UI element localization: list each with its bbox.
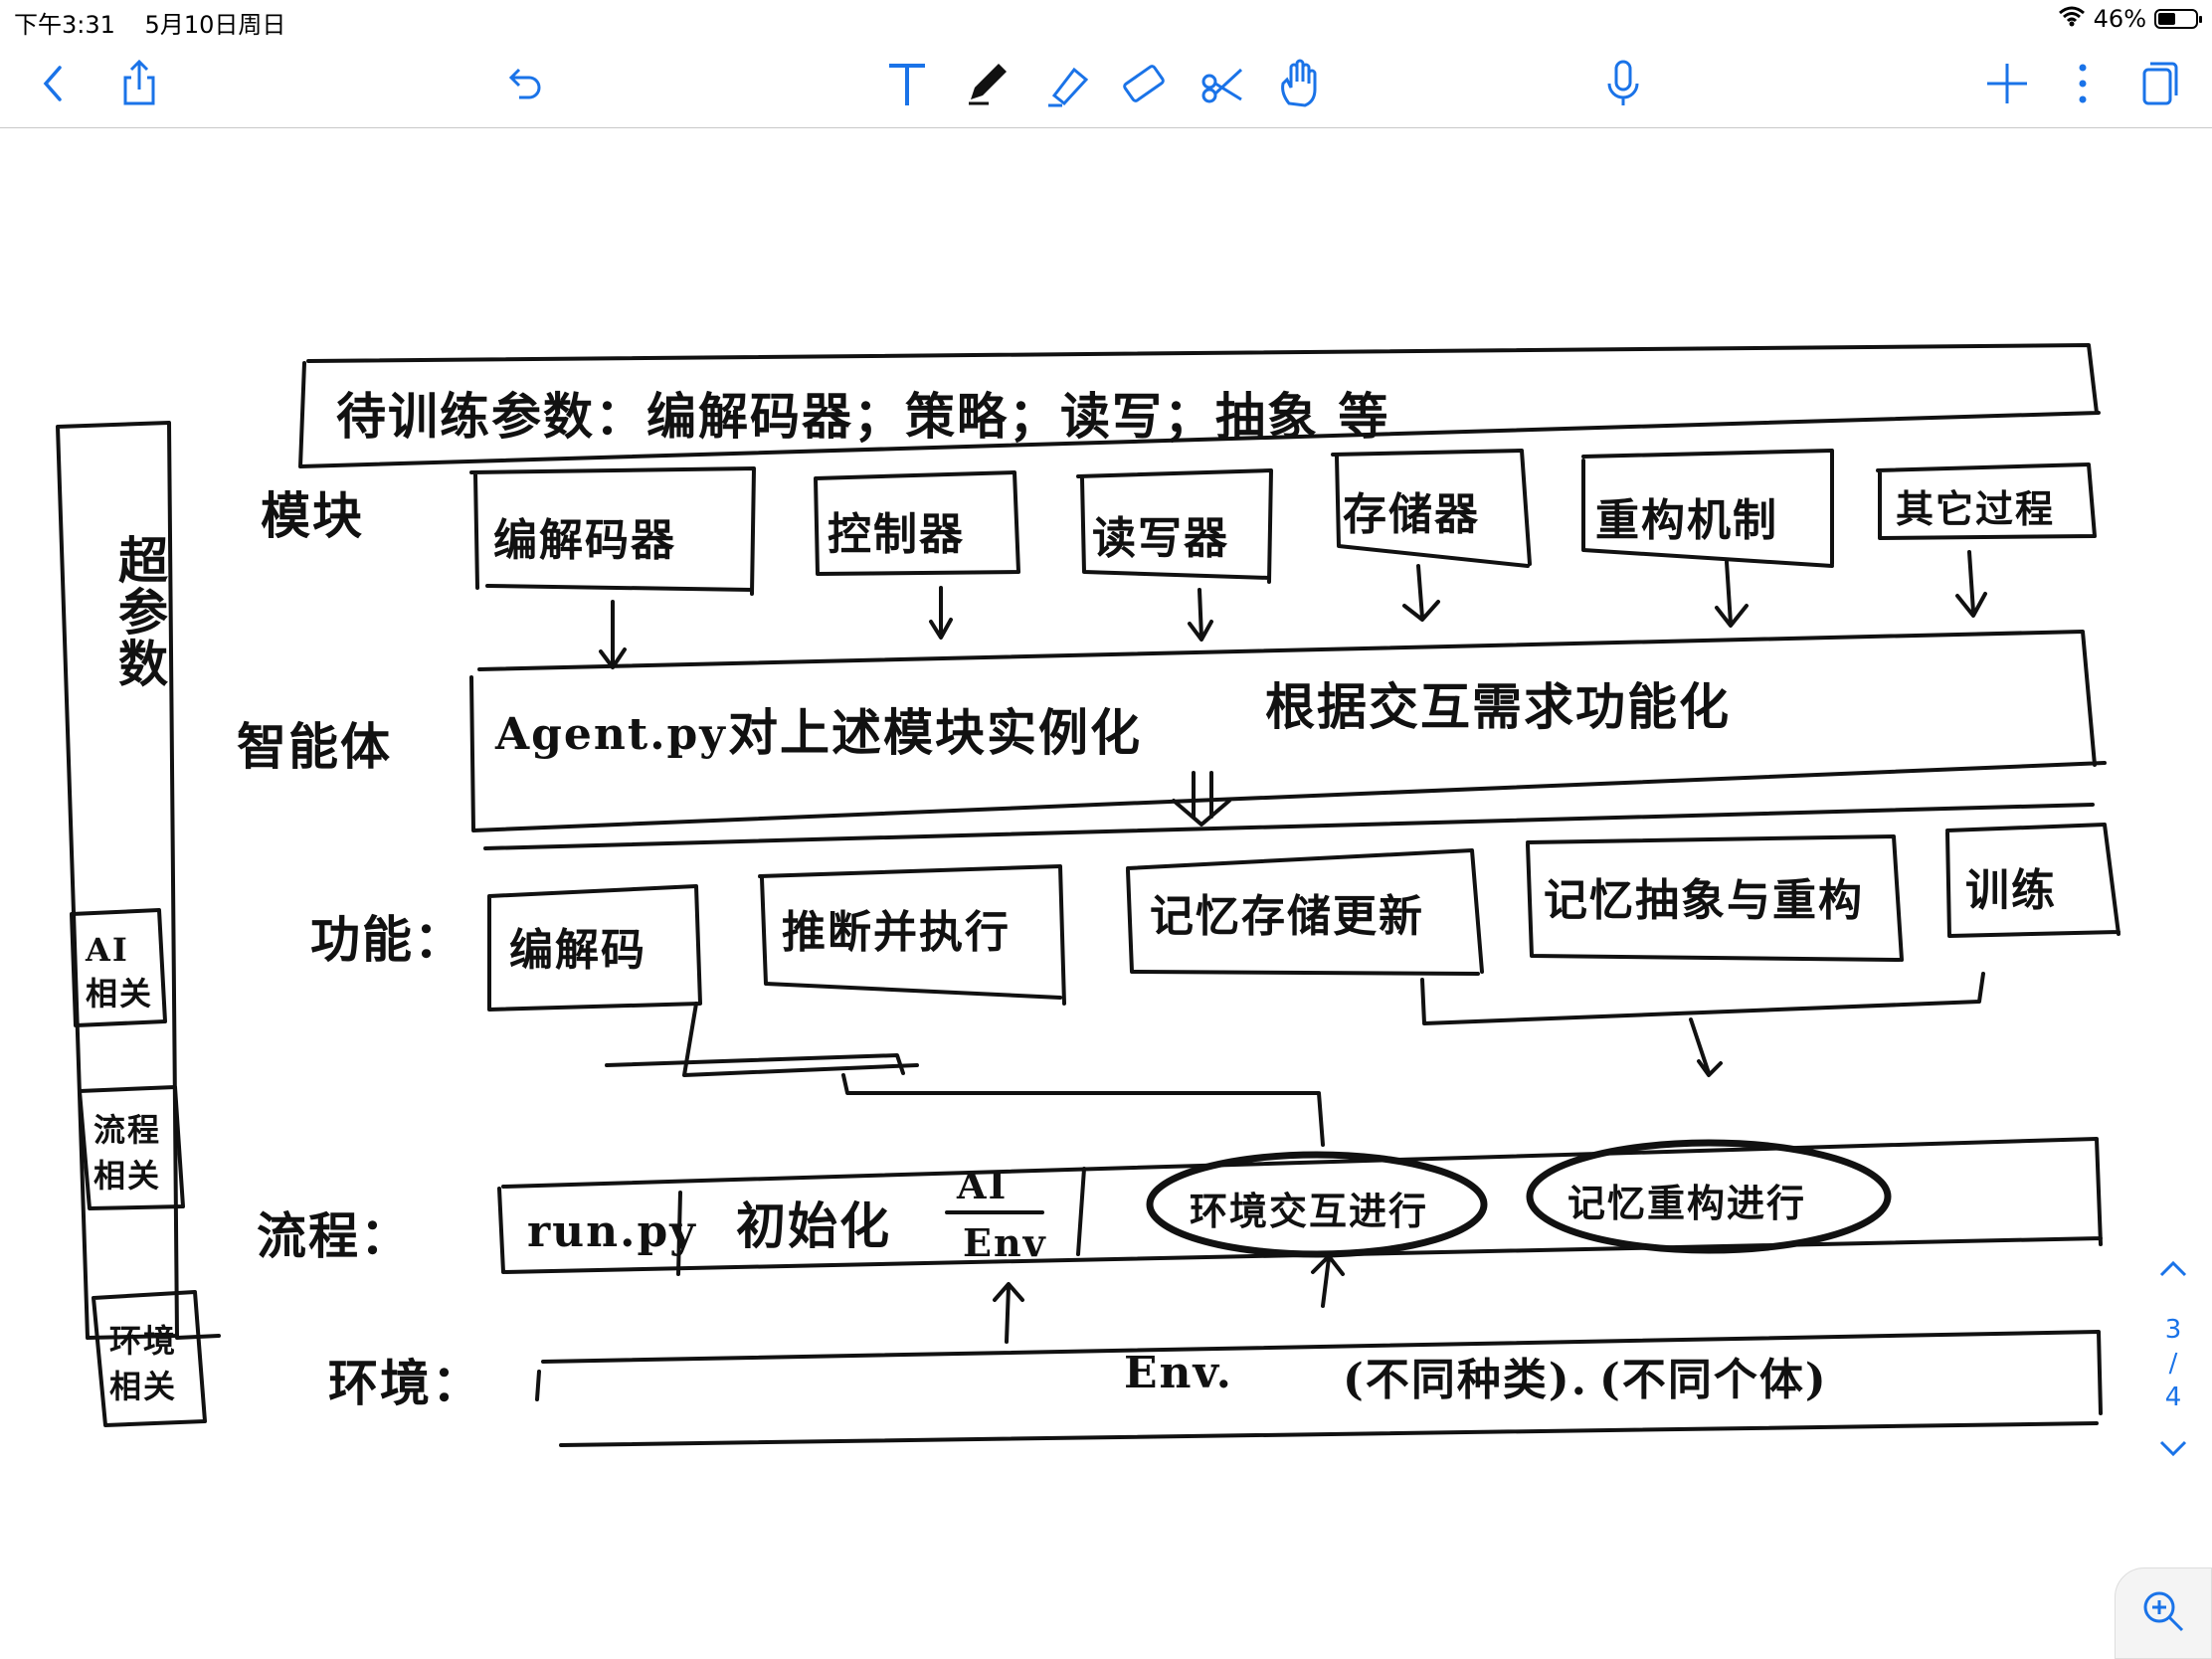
chevron-left-icon[interactable] <box>24 54 84 113</box>
sidebar-box-ai: AI相关 <box>86 931 154 1013</box>
battery-icon <box>2154 9 2202 29</box>
notes-toolbar <box>0 40 2212 128</box>
environment-types: (不同种类). <box>1343 1355 1588 1405</box>
chevron-up-icon[interactable] <box>2153 1253 2193 1283</box>
agent-instantiate: 对上述模块实例化 <box>728 703 1142 762</box>
modules-label: 模块 <box>261 486 364 545</box>
functions-label: 功能： <box>310 910 465 969</box>
module-storage: 存储器 <box>1343 489 1480 540</box>
process-label: 流程： <box>257 1206 412 1265</box>
page-navigator: 3 / 4 <box>2148 1253 2198 1464</box>
eraser-icon[interactable] <box>1114 54 1174 113</box>
text-tool-icon[interactable] <box>877 54 937 113</box>
function-training: 训练 <box>1965 865 2057 916</box>
zoom-in-icon <box>2140 1588 2186 1638</box>
sidebar-box-environment: 环境相关 <box>109 1322 178 1405</box>
agent-label: 智能体 <box>237 717 392 776</box>
status-bar: 下午3:31 5月10日周日 46% <box>0 0 2212 40</box>
agent-file: Agent.py <box>495 709 727 760</box>
sidebar-title: 超参数 <box>110 534 169 689</box>
more-icon[interactable] <box>2053 54 2113 113</box>
highlighter-icon[interactable] <box>1038 54 1098 113</box>
note-canvas[interactable]: 超参数 AI相关 流程相关 环境相关 待训练参数：编解码器；策略；读写；抽象 等… <box>0 128 2212 1659</box>
agent-functionalize: 根据交互需求功能化 <box>1265 677 1731 736</box>
module-controller: 控制器 <box>828 509 965 560</box>
pages-icon[interactable] <box>2128 54 2188 113</box>
microphone-icon[interactable] <box>1593 54 1653 113</box>
hand-icon[interactable] <box>1269 54 1329 113</box>
status-date: 5月10日周日 <box>144 11 286 39</box>
lasso-icon[interactable] <box>1194 54 1253 113</box>
status-time: 下午3:31 <box>14 11 115 39</box>
module-reconstruction: 重构机制 <box>1595 495 1778 546</box>
environment-individuals: (不同个体) <box>1599 1355 1828 1405</box>
function-memory-update: 记忆存储更新 <box>1150 891 1424 942</box>
total-pages: 4 <box>2164 1382 2182 1412</box>
wifi-icon <box>2058 5 2086 33</box>
process-env: Env <box>963 1220 1047 1265</box>
add-icon[interactable] <box>1977 54 2037 113</box>
chevron-down-icon[interactable] <box>2153 1434 2193 1464</box>
environment-env: Env. <box>1124 1348 1233 1398</box>
process-run-file: run.py <box>527 1206 697 1257</box>
process-init: 初始化 <box>736 1197 891 1255</box>
zoom-in-button[interactable] <box>2115 1567 2212 1659</box>
module-other-process: 其它过程 <box>1896 486 2056 531</box>
process-env-interaction: 环境交互进行 <box>1190 1189 1429 1233</box>
function-codec: 编解码 <box>509 925 646 976</box>
function-infer-execute: 推断并执行 <box>782 907 1011 958</box>
environment-label: 环境： <box>328 1354 483 1412</box>
trainable-params-text: 待训练参数：编解码器；策略；读写；抽象 等 <box>336 387 1390 446</box>
undo-icon[interactable] <box>493 54 553 113</box>
process-memory-reconstruct: 记忆重构进行 <box>1567 1181 1807 1225</box>
function-memory-reconstruct: 记忆抽象与重构 <box>1544 875 1864 926</box>
sidebar-box-process: 流程相关 <box>93 1111 162 1195</box>
module-codec: 编解码器 <box>493 515 676 566</box>
page-separator: / <box>2168 1349 2178 1379</box>
ink-strokes <box>56 343 2120 1447</box>
module-reader-writer: 读写器 <box>1092 513 1229 564</box>
battery-percent: 46% <box>2093 5 2146 33</box>
pen-icon[interactable] <box>957 54 1016 113</box>
process-ai: AI <box>957 1163 1009 1207</box>
share-icon[interactable] <box>109 54 169 113</box>
current-page: 3 <box>2164 1315 2182 1345</box>
